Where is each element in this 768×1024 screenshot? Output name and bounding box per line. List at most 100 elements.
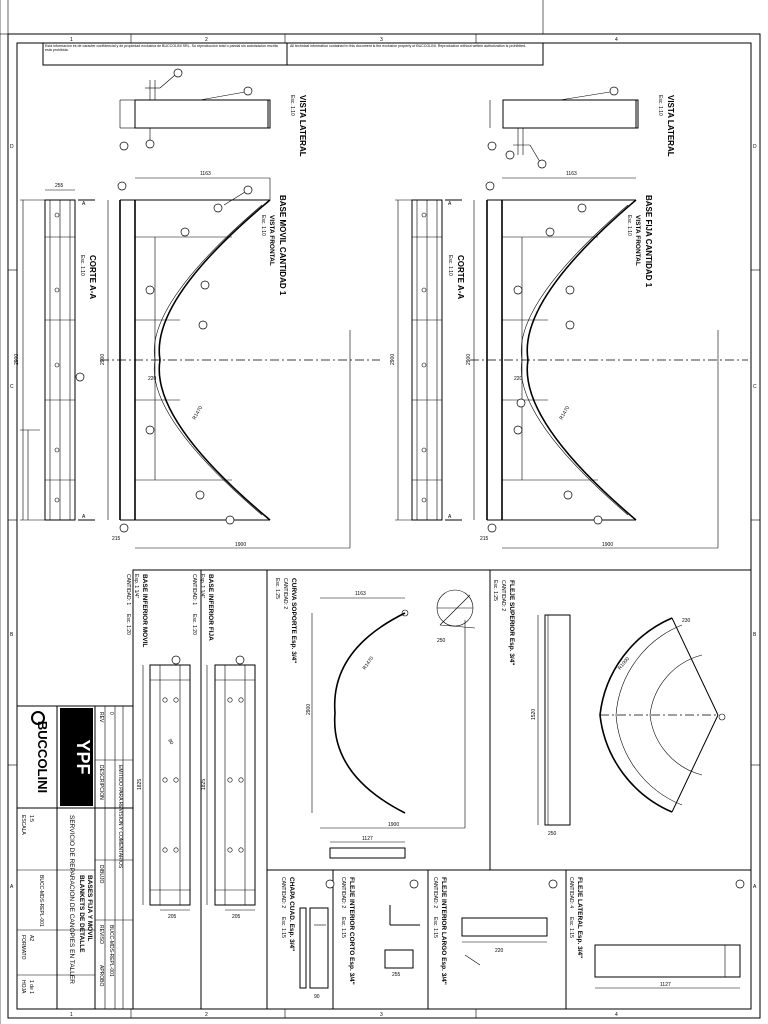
chapa-dim: 90: [314, 994, 320, 1000]
grid-col-1: 1: [70, 37, 73, 43]
curva-soporte: CURVA SOPORTE Esp. 3/4" CANTIDAD: 2 Esc.…: [274, 578, 476, 859]
vista-frontal-title-right: VISTA FRONTAL: [634, 215, 641, 266]
vista-frontal-title-left: VISTA FRONTAL: [268, 215, 275, 266]
grid-col-3: 3: [380, 37, 383, 43]
frontal-left-dim-bottom: 1900: [235, 542, 246, 548]
fleje-sup-title: FLEJE SUPERIOR Esp. 3/4": [508, 580, 515, 665]
grid-col-1-bottom: 1: [70, 1012, 73, 1018]
corte-left-dim-width: 255: [55, 183, 64, 189]
tb-label-descripcion: DESCRIPCION: [98, 765, 104, 800]
base-fija-title: BASE FIJA CANTIDAD 1: [644, 195, 653, 288]
grid-references: 1 2 3 4 1 2 3 4 D C B A D C B A: [8, 34, 760, 1018]
tb-revision-note: EMITIDO PARA REVISION Y COMENTARIOS: [117, 765, 123, 869]
corte-aa-scale-right: Esc. 1:10: [447, 255, 453, 276]
base-inf-fija-qty: CANTIDAD: 1: [191, 574, 197, 605]
corte-right-marker-a-top: A: [448, 201, 452, 207]
curva-flat-dim: 1127: [362, 836, 373, 842]
fleje-largo-title: FLEJE INTERIOR LARGO Esp. 3/4": [440, 877, 447, 985]
base-inf-fija-scale: Esc. 1:20: [191, 614, 197, 635]
fleje-sup-scale: Esc. 1:25: [492, 580, 498, 601]
fleje-corto-title: FLEJE INTERIOR CORTO Esp. 3/4": [348, 877, 355, 985]
corte-aa-scale-left: Esc. 1:10: [79, 255, 85, 276]
fleje-interior-largo: FLEJE INTERIOR LARGO Esp. 3/4" CANTIDAD:…: [432, 877, 558, 985]
base-movil-title: BASE MOVIL CANTIDAD 1: [278, 195, 287, 296]
curva-radius: R1470: [362, 655, 375, 671]
note-left: Esta informacion es de caracter confiden…: [45, 44, 278, 52]
frontal-left-radius: R1470: [192, 405, 205, 421]
tb-drawing-no: BUCC-MDS-REPL-001: [108, 925, 114, 977]
frontal-right-dim-height: 2900: [466, 354, 472, 365]
base-inf-movil-qty: CANTIDAD: 1: [125, 574, 131, 605]
fleje-sup-len: 1520: [531, 709, 537, 720]
curva-dim-bottom: 1900: [388, 822, 399, 828]
buccolini-logo-icon: [31, 711, 45, 725]
frontal-left-dim-220: 220: [148, 376, 157, 382]
fleje-lateral-scale: Esc. 1:15: [568, 917, 574, 938]
vista-lateral-title-left: VISTA LATERAL: [298, 95, 307, 157]
frontal-right-dim-base: 215: [480, 536, 489, 542]
corte-right-dim-height: 2900: [390, 354, 396, 365]
curva-dim-top: 1163: [355, 591, 366, 597]
grid-col-4: 4: [615, 37, 618, 43]
curva-soporte-qty: CANTIDAD: 2: [282, 578, 288, 609]
curva-dim-height: 2900: [306, 704, 312, 715]
base-inf-movil-thk: Esp. 1 1/4": [133, 574, 139, 599]
base-inf-movil-width: 205: [168, 914, 177, 920]
title-block: YPF BUCCOLINI REV 0 DESCRIPCION EMITIDO …: [16, 705, 134, 1010]
curva-detail-dim: 250: [437, 638, 446, 644]
frontal-left-dim-top: 1163: [200, 171, 211, 177]
base-inf-fija-dim: 1825: [201, 779, 207, 790]
grid-row-c-right: C: [753, 384, 757, 390]
chapa-qty: CANTIDAD: 2: [280, 877, 286, 908]
buccolini-company: BUCCOLINI: [35, 721, 50, 793]
base-inf-fija-title: BASE INFERIOR FIJA: [207, 574, 214, 641]
vista-lateral-title-right: VISTA LATERAL: [666, 95, 675, 157]
grid-col-2-bottom: 2: [205, 1012, 208, 1018]
ypf-logo-text: YPF: [73, 739, 93, 774]
fleje-sup-dim-a: 230: [682, 618, 691, 624]
frontal-right-radius: R1470: [559, 405, 572, 421]
section-markers: [78, 199, 462, 521]
fleje-interior-corto: FLEJE INTERIOR CORTO Esp. 3/4" CANTIDAD:…: [340, 877, 420, 985]
vista-lateral-left: VISTA LATERAL Esc. 1:10: [119, 68, 307, 157]
tb-rev-value: 0: [108, 712, 114, 715]
frontal-left-dim-base: 215: [112, 536, 121, 542]
corte-aa-title-left: CORTE A-A: [88, 255, 97, 299]
corte-aa-right: 2900 A A CORTE A-A Esc. 1:10: [390, 199, 465, 521]
tb-label-reviso: REVISO: [98, 925, 104, 944]
frontal-right-dim-top: 1163: [566, 171, 577, 177]
base-inf-movil-note: 90: [166, 738, 174, 746]
fleje-lateral: FLEJE LATERAL Esp. 3/4" CANTIDAD: 4 Esc.…: [568, 877, 745, 989]
vista-frontal-base-fija: 1163 1900 2900 215 220 R1470 BASE FIJA C…: [466, 171, 748, 549]
fleje-corto-qty: CANTIDAD: 2: [340, 877, 346, 908]
chapa-scale: Esc. 1:15: [280, 917, 286, 938]
base-inf-movil-title: BASE INFERIOR MOVIL: [141, 574, 148, 647]
tb-title-line2: BASES FIJA Y MOVIL: [86, 875, 93, 941]
base-inf-movil-dim: 1825: [137, 779, 143, 790]
grid-row-b-right: B: [753, 632, 757, 638]
tb-label-escala: ESCALA: [20, 815, 26, 835]
base-inf-movil-scale: Esc. 1:20: [125, 614, 131, 635]
base-inferior-fija: BASE INFERIOR FIJA Esp. 1 1/4" CANTIDAD:…: [191, 574, 256, 920]
frontal-right-dim-220: 220: [514, 376, 523, 382]
corte-aa-left: 2900 255 A A CORTE A-A Esc. 1:10: [14, 183, 97, 521]
fleje-sup-radius: R1000: [617, 656, 631, 671]
fleje-sup-width: 250: [548, 831, 557, 837]
fleje-largo-dim: 220: [495, 948, 504, 954]
corte-left-marker-a-bottom: A: [82, 514, 86, 520]
grid-row-d: D: [10, 144, 14, 150]
tb-format: A2: [28, 935, 34, 941]
vista-frontal-scale-left: Esc. 1:10: [260, 215, 266, 236]
chapa-cuadrada: CHAPA CUAD. Esp. 3/4" CANTIDAD: 2 Esc. 1…: [280, 877, 335, 1000]
fleje-lateral-qty: CANTIDAD: 4: [568, 877, 574, 908]
tb-label-aprobo: APROBO: [98, 965, 104, 987]
corte-left-dim-height: 2900: [14, 354, 20, 365]
ypf-logo: [60, 708, 93, 806]
vista-frontal-scale-right: Esc. 1:10: [626, 215, 632, 236]
curva-soporte-title: CURVA SOPORTE Esp. 3/4": [290, 578, 297, 663]
chapa-title: CHAPA CUAD. Esp. 3/4": [288, 877, 295, 951]
fleje-largo-scale: Esc. 1:15: [432, 917, 438, 938]
base-inf-fija-thk: Esp. 1 1/4": [199, 574, 205, 599]
fleje-lateral-title: FLEJE LATERAL Esp. 3/4": [576, 877, 583, 958]
